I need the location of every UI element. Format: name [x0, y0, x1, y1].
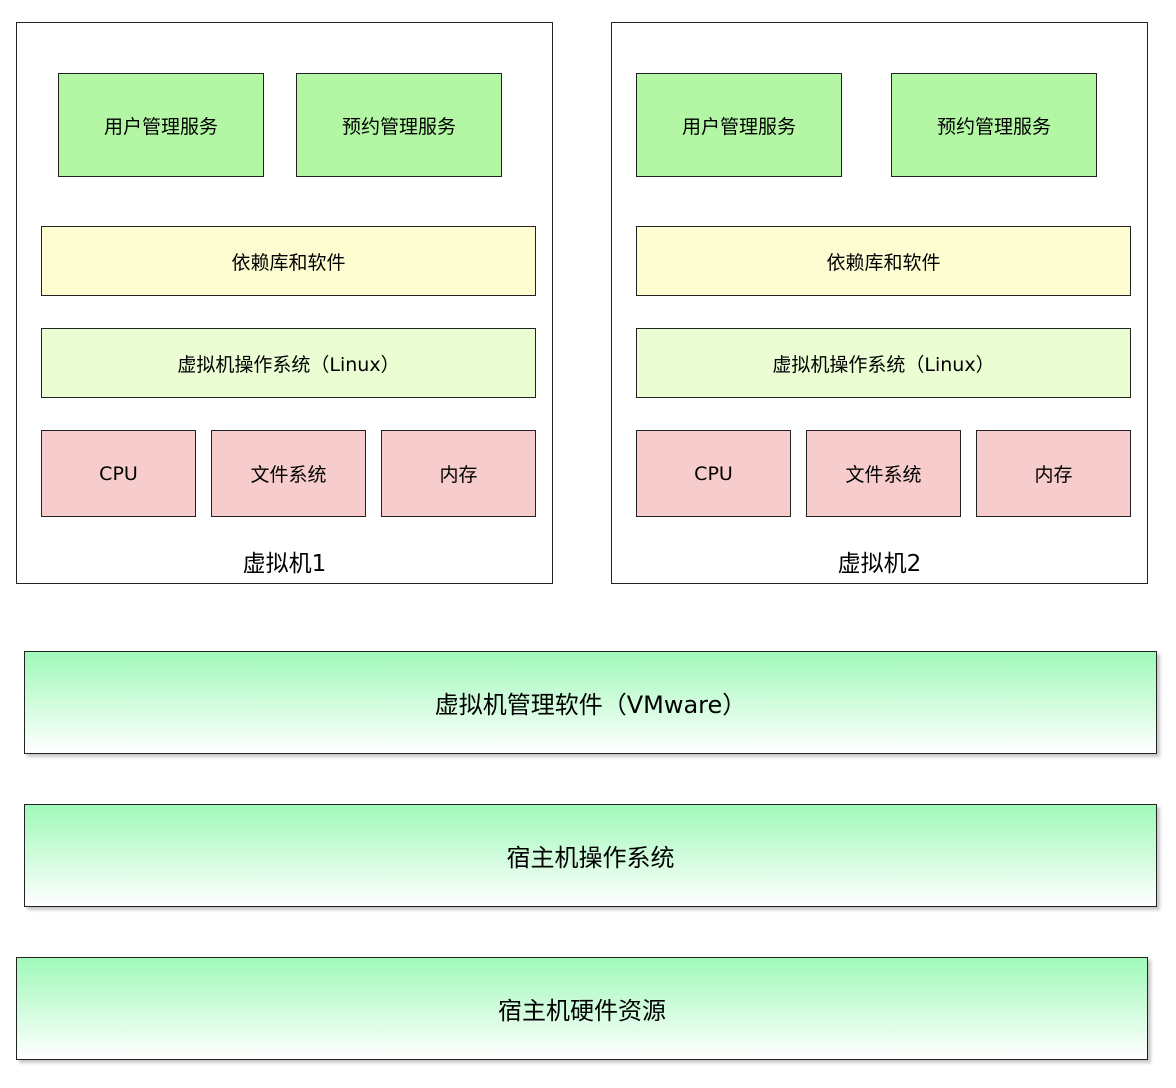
vm1-filesystem: 文件系统: [211, 430, 366, 517]
host-os-layer: 宿主机操作系统: [24, 804, 1157, 907]
host-hardware-layer: 宿主机硬件资源: [16, 957, 1148, 1060]
vm1-guest-os: 虚拟机操作系统（Linux）: [41, 328, 536, 398]
vm2-filesystem: 文件系统: [806, 430, 961, 517]
vm1-label: 虚拟机1: [242, 551, 327, 577]
vm1-libraries: 依赖库和软件: [41, 226, 536, 296]
vm2-guest-os: 虚拟机操作系统（Linux）: [636, 328, 1131, 398]
vm2-libraries: 依赖库和软件: [636, 226, 1131, 296]
vm2-memory: 内存: [976, 430, 1131, 517]
vm2-cpu: CPU: [636, 430, 791, 517]
vm2-label: 虚拟机2: [837, 551, 922, 577]
hypervisor-layer: 虚拟机管理软件（VMware）: [24, 651, 1157, 754]
vm1-memory: 内存: [381, 430, 536, 517]
vm2-booking-service: 预约管理服务: [891, 73, 1097, 177]
vm1-user-service: 用户管理服务: [58, 73, 264, 177]
vm2-user-service: 用户管理服务: [636, 73, 842, 177]
vm1-cpu: CPU: [41, 430, 196, 517]
vm1-booking-service: 预约管理服务: [296, 73, 502, 177]
